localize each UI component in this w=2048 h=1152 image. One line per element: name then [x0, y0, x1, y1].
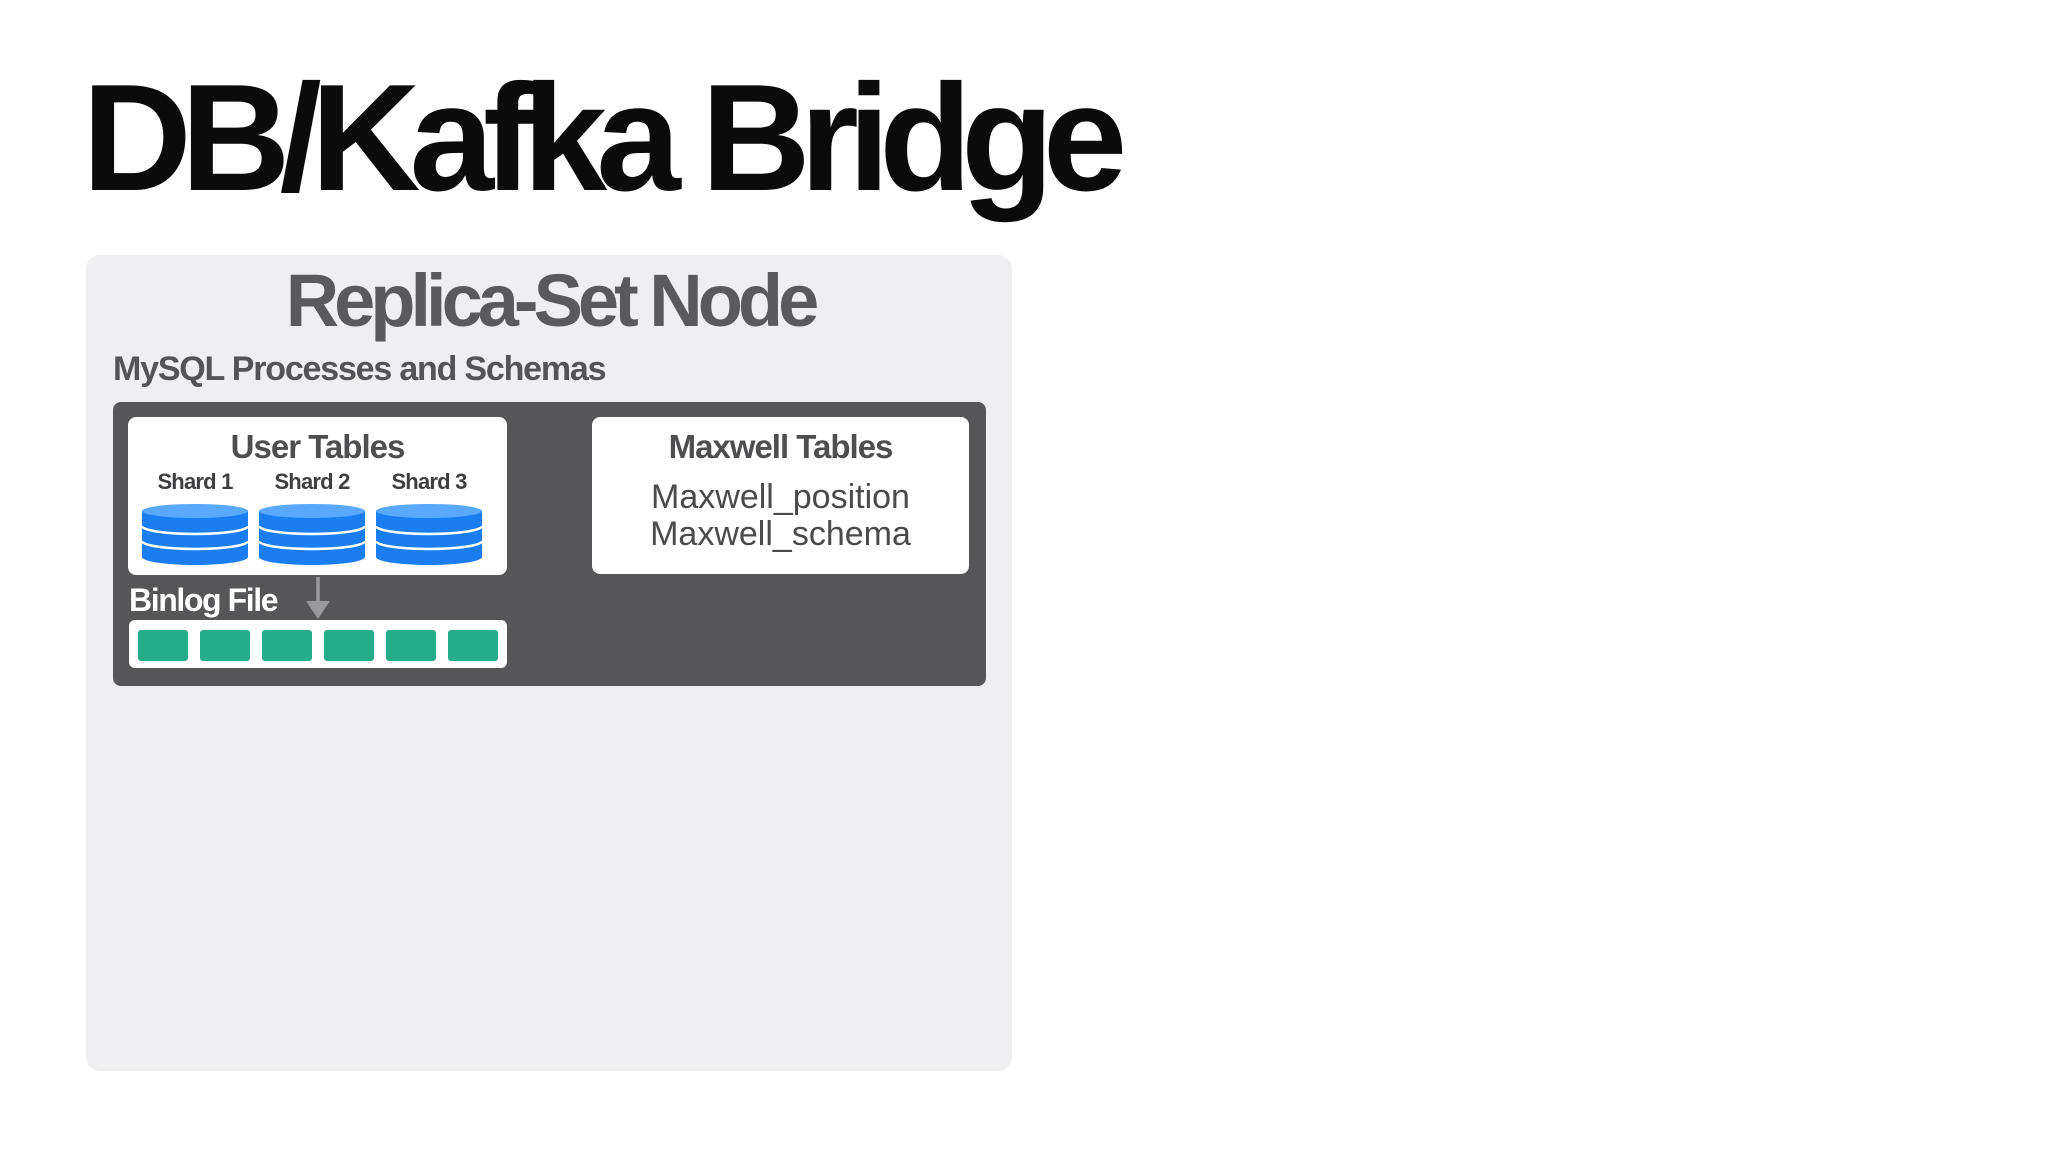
shard-label: Shard 2: [274, 469, 350, 494]
database-icon: [374, 504, 484, 565]
database-icon: [140, 504, 250, 565]
shard-1: Shard 1: [139, 471, 251, 567]
maxwell-tables-card: Maxwell Tables Maxwell_position Maxwell_…: [592, 417, 969, 574]
binlog-entry: [138, 630, 188, 661]
binlog-entry: [448, 630, 498, 661]
maxwell-schema-table: Maxwell_schema: [650, 515, 911, 553]
shard-3: Shard 3: [373, 471, 485, 567]
binlog-entry: [262, 630, 312, 661]
user-tables-card: User Tables Shard 1 Shard 2 Shard 3: [128, 417, 507, 575]
node-title: Replica-Set Node: [285, 259, 820, 342]
mysql-section-label: MySQL Processes and Schemas: [113, 350, 607, 388]
shard-label: Shard 1: [157, 469, 233, 494]
database-icon: [257, 504, 367, 565]
slide-title: DB/Kafka Bridge: [82, 53, 1127, 223]
shard-label: Shard 3: [391, 469, 467, 494]
binlog-entry: [200, 630, 250, 661]
binlog-entry: [386, 630, 436, 661]
binlog-entry: [324, 630, 374, 661]
binlog-file-label: Binlog File: [129, 582, 279, 618]
user-tables-title: User Tables: [230, 428, 406, 465]
shard-2: Shard 2: [256, 471, 368, 567]
arrow-down-icon: [306, 577, 330, 619]
maxwell-position-table: Maxwell_position: [651, 478, 910, 516]
maxwell-tables-title: Maxwell Tables: [668, 428, 894, 465]
binlog-file-strip: [129, 620, 507, 668]
